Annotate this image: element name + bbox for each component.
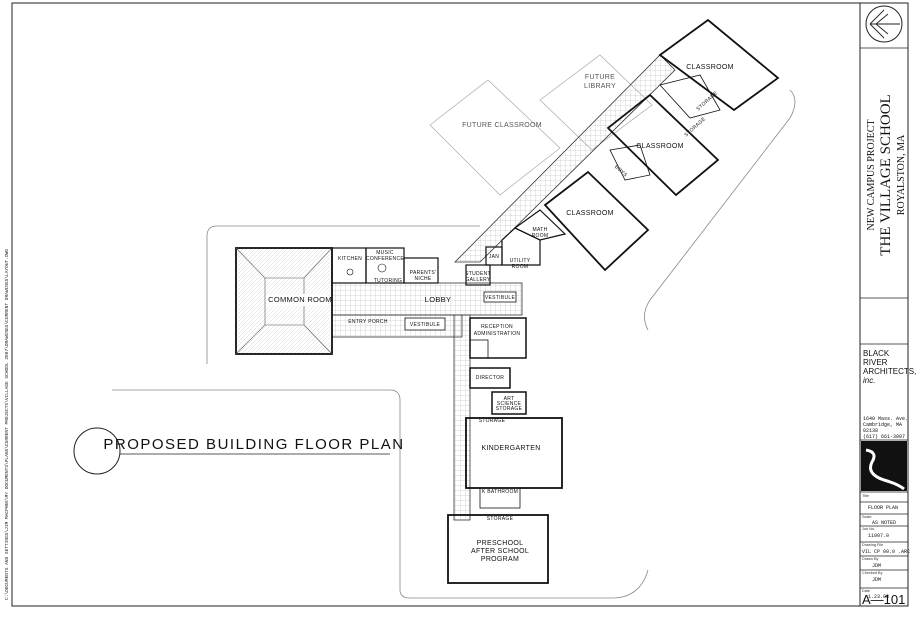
future-buildings — [429, 54, 653, 196]
art-label-3: STORAGE — [496, 406, 523, 412]
classroom-1-label: CLASSROOM — [686, 64, 733, 71]
job-label: Job No. — [862, 527, 875, 531]
service-rooms — [331, 247, 439, 284]
firm-line-2: RIVER — [863, 358, 888, 367]
reception-label-1: RECEPTION — [481, 324, 513, 330]
address-line-1: 1640 Mass. Ave. — [863, 416, 908, 422]
checked-label: Checked By — [862, 571, 883, 575]
job-value: 11007.0 — [868, 533, 889, 539]
firm-logo — [861, 441, 907, 491]
preschool-label-1: PRESCHOOL — [477, 540, 524, 547]
address-line-2: Cambridge, MA — [863, 422, 902, 428]
future-classroom-label: FUTURE CLASSROOM — [462, 122, 542, 129]
middle-rooms — [465, 209, 567, 286]
common-room-label: COMMON ROOM — [268, 295, 332, 304]
entry-porch-label: ENTRY PORCH — [348, 319, 388, 325]
date-label: Date — [862, 589, 870, 593]
parents-label-2: NICHE — [414, 276, 431, 282]
drawing-title-circle — [73, 427, 121, 475]
diagonal-corridor — [454, 54, 676, 263]
reception-label-2: ADMINISTRATION — [474, 331, 521, 337]
sheet-border — [11, 2, 909, 607]
tutoring-label: TUTORING — [374, 278, 402, 284]
drawing-title: PROPOSED BUILDING FLOOR PLAN — [103, 436, 404, 453]
storage-label-2: STORAGE — [695, 90, 719, 112]
sheet-number: A—101 — [862, 592, 905, 607]
title-label: Title — [862, 494, 869, 498]
future-library-label-2: LIBRARY — [584, 83, 616, 90]
project-line-1: NEW CAMPUS PROJECT — [866, 120, 877, 231]
corridors — [331, 54, 676, 521]
utility-label-2: ROOM — [512, 264, 529, 270]
k-bathroom-label: K BATHROOM — [482, 489, 518, 495]
checked-value: JDM — [872, 577, 881, 583]
preschool-label-3: PROGRAM — [481, 556, 519, 563]
file-path-text: C:\DOCUMENTS AND SETTINGS\JIM MACPHEE\MY… — [4, 249, 10, 600]
art-label-2: SCIENCE — [497, 401, 522, 407]
preschool-label-2: AFTER SCHOOL — [471, 548, 529, 555]
project-line-3: ROYALSTON, MA — [896, 134, 907, 215]
drawing-file-value: VIL CP 00.0 .ARC — [862, 549, 910, 555]
parents-label-1: PARENTS' — [410, 270, 437, 276]
director-label: DIRECTOR — [476, 375, 505, 381]
math-label-1: MATH — [533, 227, 548, 233]
vestibule-side-label: VESTIBULE — [485, 295, 516, 301]
kitchen-label: KITCHEN — [338, 256, 362, 262]
future-library-label-1: FUTURE — [585, 74, 615, 81]
drawn-label: Drawn By — [862, 557, 879, 561]
drawn-value: JDM — [872, 563, 881, 569]
conference-label: CONFERENCE — [366, 256, 404, 262]
title-value: FLOOR PLAN — [868, 505, 898, 511]
boys-label: BOYS — [613, 164, 629, 179]
vestibule-front — [404, 317, 446, 331]
site-lines — [112, 89, 796, 599]
classroom-3-label: CLASSROOM — [566, 210, 613, 217]
vestibule-side — [483, 291, 517, 303]
firm-line-1: BLACK — [863, 349, 890, 358]
title-block — [860, 47, 908, 589]
music-label: MUSIC — [376, 250, 394, 256]
student-gallery-label-1: STUDENT — [465, 271, 491, 277]
firm-line-4: inc. — [863, 376, 875, 385]
project-line-2: THE VILLAGE SCHOOL — [878, 94, 894, 255]
address-line-4: (617) 661-3007 — [863, 434, 905, 440]
art-label-1: ART — [504, 396, 515, 402]
drawing-file-label: Drawing File — [862, 543, 883, 547]
vestibule-front-label: VESTIBULE — [410, 322, 441, 328]
lobby-label: LOBBY — [425, 295, 452, 304]
student-gallery-label-2: GALLERY — [465, 277, 490, 283]
date-value: 1.23.08 — [868, 594, 889, 600]
classrooms — [543, 18, 780, 272]
address-line-3: 02138 — [863, 428, 878, 434]
kindergarten-label: KINDERGARTEN — [481, 445, 540, 452]
classroom-2-label: CLASSROOM — [636, 143, 683, 150]
storage-label-1: STORAGE — [683, 116, 707, 138]
north-arrow-icon — [865, 5, 903, 43]
south-wing — [447, 317, 563, 584]
jan-label: JAN — [489, 254, 499, 260]
utility-label-1: UTILITY — [510, 258, 531, 264]
scale-value: AS NOTED — [872, 520, 896, 526]
firm-line-3: ARCHITECTS, — [863, 367, 916, 376]
k-storage-label: STORAGE — [479, 418, 506, 424]
preschool-storage-label: STORAGE — [487, 516, 514, 522]
common-room — [235, 247, 333, 355]
scale-label: Scale — [862, 515, 872, 519]
math-label-2: ROOM — [532, 233, 549, 239]
